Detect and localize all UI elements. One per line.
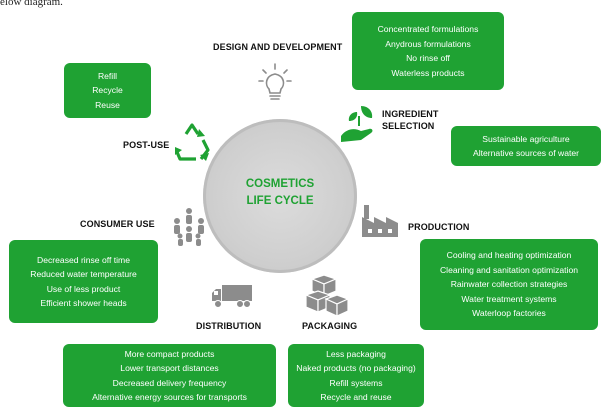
box-post-use-line: Recycle	[92, 85, 123, 96]
box-production-line: Water treatment systems	[461, 293, 557, 304]
box-consumer-use-line: Efficient shower heads	[40, 298, 127, 308]
box-consumer-use: Decreased rinse off time Reduced water t…	[9, 240, 158, 323]
box-packaging-line: Less packaging	[326, 348, 386, 359]
box-ingredient-line: Sustainable agriculture	[482, 133, 570, 144]
box-production-line: Rainwater collection strategies	[450, 279, 568, 290]
box-distribution-line: Decreased delivery frequency	[112, 377, 227, 388]
box-production-line: Cooling and heating optimization	[446, 250, 572, 261]
box-packaging-line: Recycle and reuse	[320, 392, 392, 402]
label-design: DESIGN AND DEVELOPMENT	[213, 42, 343, 52]
box-distribution-line: Alternative energy sources for transport…	[92, 392, 247, 402]
box-packaging-line: Refill systems	[329, 377, 383, 388]
label-post-use: POST-USE	[123, 140, 170, 150]
center-title-line-2: LIFE CYCLE	[246, 195, 314, 207]
box-design-line: No rinse off	[406, 53, 450, 63]
box-consumer-use-line: Decreased rinse off time	[37, 254, 130, 265]
truck-icon	[210, 283, 254, 309]
box-post-use-line: Reuse	[95, 99, 120, 110]
box-ingredient: Sustainable agriculture Alternative sour…	[451, 126, 601, 166]
box-design: Concentrated formulations Anydrous formu…	[352, 12, 504, 90]
hand-plant-icon	[339, 102, 379, 146]
box-production-line: Cleaning and sanitation optimization	[439, 264, 579, 275]
label-ingredient-2: SELECTION	[382, 121, 435, 131]
box-post-use-line: Refill	[97, 70, 118, 81]
recycle-icon	[172, 122, 214, 164]
top-partial-text: elow diagram.	[0, 0, 63, 8]
label-distribution: DISTRIBUTION	[196, 321, 262, 331]
box-distribution-line: More compact products	[124, 348, 215, 359]
box-consumer-use-line: Reduced water temperature	[30, 269, 137, 279]
box-design-line: Anydrous formulations	[385, 38, 471, 49]
box-design-line: Concentrated formulations	[377, 24, 479, 34]
center-title-line-1: COSMETICS	[245, 178, 315, 190]
box-production-line: Waterloop factories	[472, 308, 546, 319]
boxes-icon	[304, 275, 350, 319]
box-packaging-line: Naked products (no packaging)	[296, 363, 416, 373]
people-icon	[170, 207, 208, 247]
box-distribution-line: Lower transport distances	[120, 363, 219, 373]
box-consumer-use-line: Use of less product	[46, 283, 121, 294]
box-design-line: Waterless products	[391, 67, 465, 78]
center-circle	[203, 119, 357, 273]
box-post-use: Refill Recycle Reuse	[64, 63, 151, 118]
lightbulb-icon	[258, 62, 292, 104]
box-ingredient-line: Alternative sources of water	[472, 148, 580, 158]
box-distribution: More compact products Lower transport di…	[63, 344, 276, 407]
center-title: COSMETICS LIFE CYCLE	[203, 176, 357, 210]
factory-icon	[360, 203, 406, 239]
label-ingredient-1: INGREDIENT	[382, 109, 439, 119]
label-consumer-use: CONSUMER USE	[80, 219, 155, 229]
box-packaging: Less packaging Naked products (no packag…	[288, 344, 424, 407]
label-packaging: PACKAGING	[302, 321, 358, 331]
label-production: PRODUCTION	[408, 222, 470, 232]
box-production: Cooling and heating optimization Cleanin…	[420, 239, 598, 330]
